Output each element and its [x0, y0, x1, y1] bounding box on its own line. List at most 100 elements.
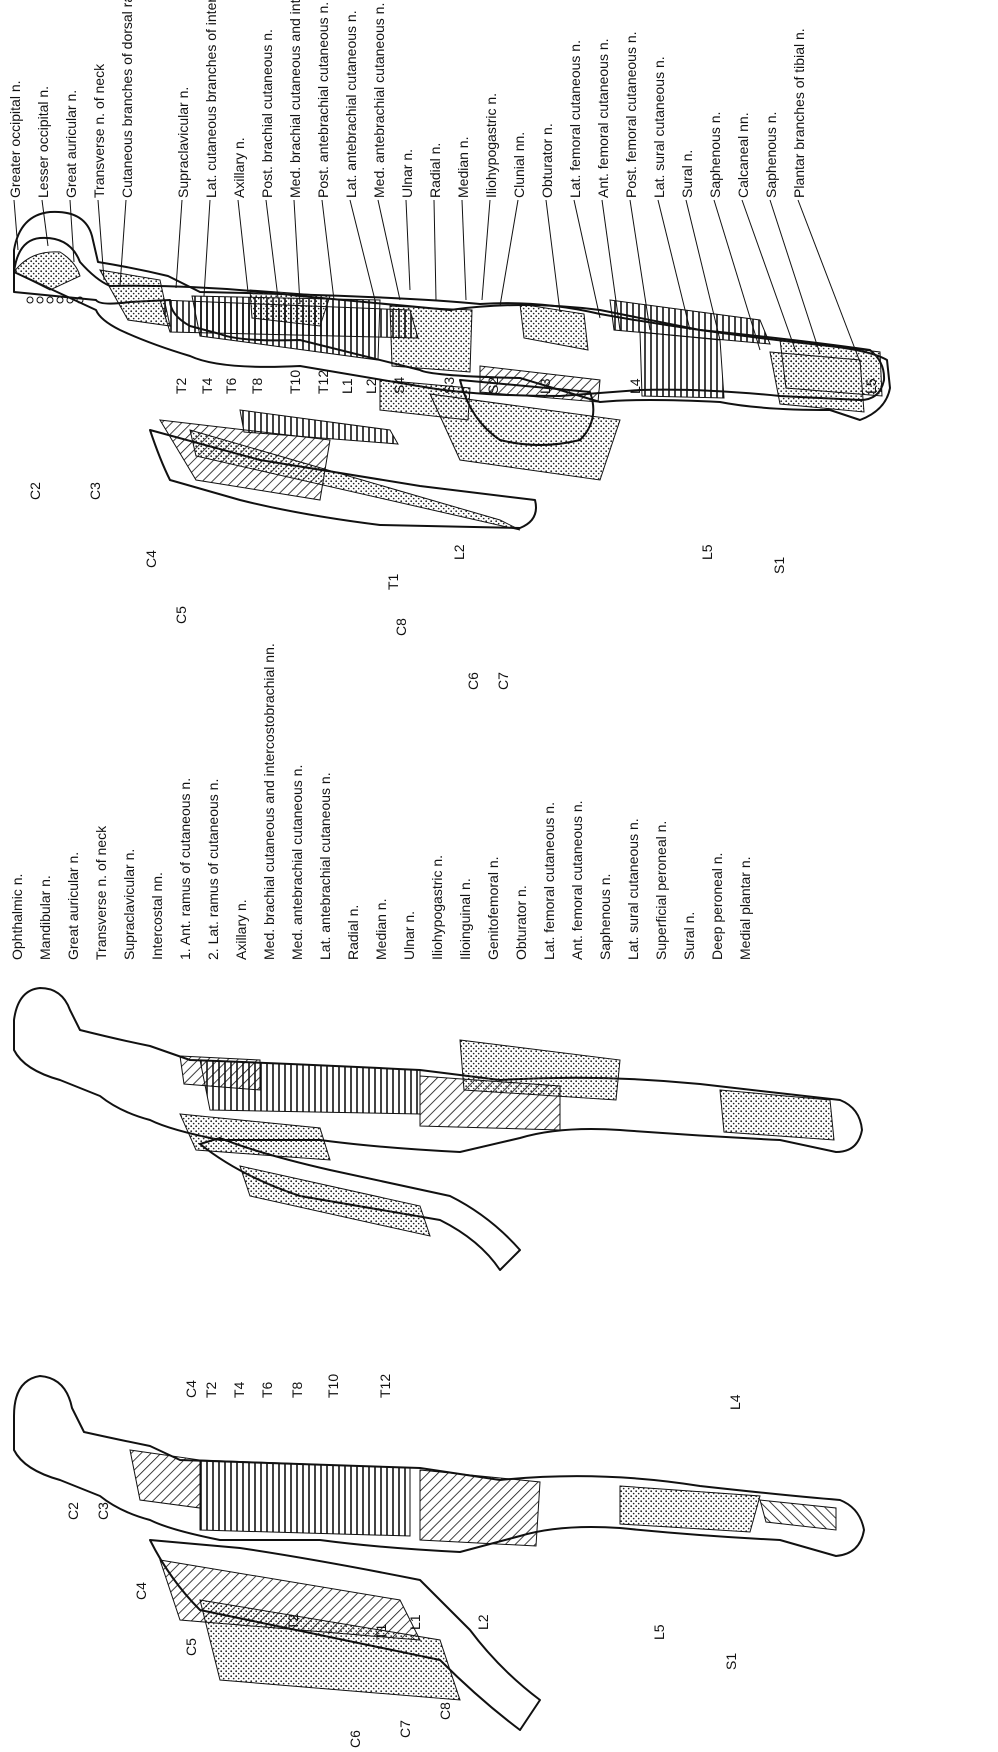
- label-l3-post: L3: [537, 378, 553, 394]
- label-t6-ant: T6: [259, 1381, 275, 1398]
- label-l1-ant: L1: [407, 1614, 423, 1630]
- label-great-auricular-ant: Great auricular n.: [65, 852, 81, 960]
- label-c5-post: C5: [173, 606, 189, 624]
- anterior-dermatome-figure: [14, 1376, 864, 1730]
- label-iliohypogastric: Iliohypogastric n.: [483, 93, 499, 198]
- anterior-nerve-labels: Ophthalmic n. Mandibular n. Great auricu…: [9, 643, 753, 960]
- label-ant-femoral: Ant. femoral cutaneous n.: [595, 38, 611, 198]
- label-lat-ramus: 2. Lat. ramus of cutaneous n.: [205, 779, 221, 960]
- label-s1-post: S1: [771, 557, 787, 574]
- label-axillary-ant: Axillary n.: [233, 899, 249, 960]
- label-ilioinguinal: Ilioinguinal n.: [457, 878, 473, 960]
- anterior-nerve-figure: [14, 988, 862, 1270]
- label-l2-post-top: L2: [363, 378, 379, 394]
- label-t12-ant: T12: [377, 1374, 393, 1398]
- label-t10-post: T10: [287, 370, 303, 394]
- label-t6-post: T6: [223, 377, 239, 394]
- label-l5-post-top: L5: [863, 378, 879, 394]
- label-c8-post: C8: [393, 618, 409, 636]
- label-c2-post: C2: [27, 482, 43, 500]
- label-c5-ant: C5: [183, 1638, 199, 1656]
- label-c3-post: C3: [87, 482, 103, 500]
- label-c4-ant-top: C4: [183, 1380, 199, 1398]
- label-t1-post: T1: [385, 573, 401, 590]
- label-t8-ant: T8: [289, 1381, 305, 1398]
- label-l5-post-bottom: L5: [699, 544, 715, 560]
- label-iliohypogastric-ant: Iliohypogastric n.: [429, 855, 445, 960]
- label-supraclavicular-ant: Supraclavicular n.: [121, 849, 137, 960]
- label-med-brachial-ant: Med. brachial cutaneous and intercostobr…: [261, 643, 277, 960]
- label-greater-occipital: Greater occipital n.: [7, 81, 23, 199]
- label-medial-plantar: Medial plantar n.: [737, 856, 753, 960]
- label-t10-ant: T10: [325, 1374, 341, 1398]
- label-t1-ant: T1: [373, 1623, 389, 1640]
- label-l2-post-bottom: L2: [451, 544, 467, 560]
- label-t4-post: T4: [199, 377, 215, 394]
- label-dorsal-rami: Cutaneous branches of dorsal rami of spi…: [119, 0, 135, 198]
- label-post-antebrachial: Post. antebrachial cutaneous n.: [315, 2, 331, 198]
- label-intercostal: Intercostal nn.: [149, 872, 165, 960]
- label-sural: Sural n.: [679, 150, 695, 198]
- label-c3-ant: C3: [95, 1502, 111, 1520]
- label-s2-post: S2: [485, 377, 501, 394]
- label-c7-ant: C7: [397, 1720, 413, 1738]
- label-l1-post: L1: [339, 378, 355, 394]
- label-transverse-neck: Transverse n. of neck: [91, 63, 107, 198]
- label-transverse-neck-ant: Transverse n. of neck: [93, 825, 109, 960]
- label-c4-post: C4: [143, 550, 159, 568]
- label-lat-sural: Lat. sural cutaneous n.: [651, 56, 667, 198]
- label-c6-ant: C6: [347, 1730, 363, 1748]
- label-t12-post: T12: [315, 370, 331, 394]
- label-t2-post: T2: [173, 377, 189, 394]
- label-radial: Radial n.: [427, 143, 443, 198]
- label-ulnar: Ulnar n.: [399, 149, 415, 198]
- label-ophthalmic: Ophthalmic n.: [9, 874, 25, 960]
- label-l2-ant: L2: [475, 1614, 491, 1630]
- label-lat-femoral: Lat. femoral cutaneous n.: [567, 40, 583, 198]
- label-genitofemoral: Genitofemoral n.: [485, 857, 501, 961]
- label-plantar-tibial: Plantar branches of tibial n.: [791, 28, 807, 198]
- label-clunial: Clunial nn.: [511, 132, 527, 198]
- label-ant-femoral-ant: Ant. femoral cutaneous n.: [569, 800, 585, 960]
- label-obturator-ant: Obturator n.: [513, 885, 529, 960]
- label-obturator: Obturator n.: [539, 123, 555, 198]
- label-med-antebrachial: Med. antebrachial cutaneous n.: [371, 3, 387, 198]
- label-supraclavicular: Supraclavicular n.: [175, 87, 191, 198]
- label-s3-post: S3: [441, 377, 457, 394]
- posterior-nerve-labels: Greater occipital n. Lesser occipital n.…: [7, 0, 807, 198]
- label-saphenous: Saphenous n.: [707, 112, 723, 198]
- label-c2-ant: C2: [65, 1502, 81, 1520]
- label-med-brachial: Med. brachial cutaneous and intercostobr…: [287, 0, 303, 198]
- label-post-femoral: Post. femoral cutaneous n.: [623, 31, 639, 198]
- label-s1-ant: S1: [723, 1653, 739, 1670]
- posterior-dermatome-figure: [14, 212, 890, 530]
- label-median-ant: Median n.: [373, 899, 389, 960]
- label-saphenous-2: Saphenous n.: [763, 112, 779, 198]
- label-sural-ant: Sural n.: [681, 912, 697, 960]
- label-saphenous-ant: Saphenous n.: [597, 874, 613, 960]
- label-t4-ant: T4: [231, 1381, 247, 1398]
- label-radial-ant: Radial n.: [345, 905, 361, 960]
- label-lat-antebrachial: Lat. antebrachial cutaneous n.: [343, 10, 359, 198]
- label-t8-post: T8: [249, 377, 265, 394]
- label-axillary: Axillary n.: [231, 137, 247, 198]
- label-s4-post: S4: [391, 377, 407, 394]
- label-c7-post: C7: [495, 672, 511, 690]
- label-deep-peroneal: Deep peroneal n.: [709, 853, 725, 960]
- label-lat-sural-ant: Lat. sural cutaneous n.: [625, 818, 641, 960]
- label-ulnar-ant: Ulnar n.: [401, 911, 417, 960]
- label-c8-ant: C8: [437, 1702, 453, 1720]
- label-t2-ant-low: T2: [285, 1613, 301, 1630]
- label-lat-femoral-ant: Lat. femoral cutaneous n.: [541, 802, 557, 960]
- label-t2-ant-top: T2: [203, 1381, 219, 1398]
- label-l4-ant: L4: [727, 1394, 743, 1410]
- label-mandibular: Mandibular n.: [37, 875, 53, 960]
- label-c4-ant: C4: [133, 1582, 149, 1600]
- label-l5-ant: L5: [651, 1624, 667, 1640]
- label-lesser-occipital: Lesser occipital n.: [35, 86, 51, 198]
- label-superficial-peroneal: Superficial peroneal n.: [653, 821, 669, 960]
- label-median: Median n.: [455, 137, 471, 198]
- label-lat-antebrachial-ant: Lat. antebrachial cutaneous n.: [317, 772, 333, 960]
- label-lat-cut-intercostal: Lat. cutaneous branches of intercostal n…: [203, 0, 219, 198]
